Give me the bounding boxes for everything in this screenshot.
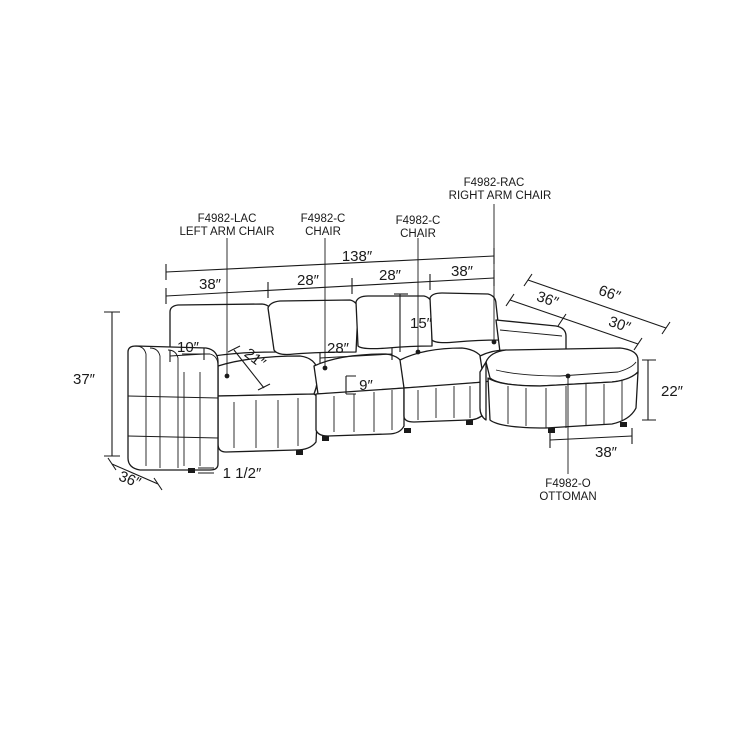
chair-2-code: F4982-C <box>396 215 441 227</box>
left-arm-chair-name: LEFT ARM CHAIR <box>180 226 275 238</box>
chair-1-code: F4982-C <box>301 213 346 225</box>
arm-width-label: 10″ <box>177 339 200 356</box>
overall-depth-label: 66″ <box>596 282 623 305</box>
leg-height-label: 1 1/2″ <box>223 465 262 482</box>
overall-height-label: 37″ <box>73 371 96 388</box>
ottoman-tufting <box>507 380 623 428</box>
ottoman-base <box>487 371 639 429</box>
foot <box>466 420 473 425</box>
foot <box>620 422 627 427</box>
back-height-label: 15″ <box>410 315 433 332</box>
chair-1-name: CHAIR <box>305 226 341 238</box>
right-arm-chair-width-label: 38″ <box>451 263 474 280</box>
seat-width-label: 28″ <box>327 340 350 357</box>
foot <box>404 428 411 433</box>
ottoman-height-label: 22″ <box>661 383 684 400</box>
ottoman-code: F4982-O <box>545 478 590 490</box>
sofa-depth-label: 36″ <box>534 288 561 311</box>
piece-labels: F4982-LAC LEFT ARM CHAIR F4982-C CHAIR F… <box>180 177 597 503</box>
side-depth-label: 36″ <box>116 468 143 492</box>
base-tufting <box>233 386 471 448</box>
ottoman-width-label: 38″ <box>595 444 618 461</box>
chair-1-width-label: 28″ <box>297 272 320 289</box>
ottoman-top <box>485 347 639 387</box>
base-left-arm-chair <box>217 393 319 453</box>
ottoman-side <box>479 361 487 421</box>
back-cushion-right <box>429 292 501 344</box>
ottoman-name: OTTOMAN <box>539 491 596 503</box>
foot <box>188 468 195 473</box>
left-arm <box>127 345 219 471</box>
seat-cushion-height-label: 9″ <box>359 377 373 394</box>
right-arm <box>495 319 567 353</box>
seat-cushion-3 <box>399 347 485 389</box>
sofa-drawing <box>127 292 639 473</box>
chair-2-name: CHAIR <box>400 228 436 240</box>
right-arm-chair-name: RIGHT ARM CHAIR <box>449 190 552 202</box>
ottoman-depth-label: 30″ <box>606 313 633 336</box>
foot <box>548 428 555 433</box>
left-arm-chair-width-label: 38″ <box>199 276 222 293</box>
base-chair-2 <box>403 381 485 423</box>
leader-lines <box>224 204 571 474</box>
chair-2-width-label: 28″ <box>379 267 402 284</box>
base-chair-1 <box>315 387 405 437</box>
left-arm-chair-code: F4982-LAC <box>198 213 257 225</box>
total-width-label: 138″ <box>342 248 373 265</box>
seat-cushion-1 <box>217 355 319 397</box>
right-arm-chair-code: F4982-RAC <box>464 177 525 189</box>
foot <box>296 450 303 455</box>
foot <box>322 436 329 441</box>
